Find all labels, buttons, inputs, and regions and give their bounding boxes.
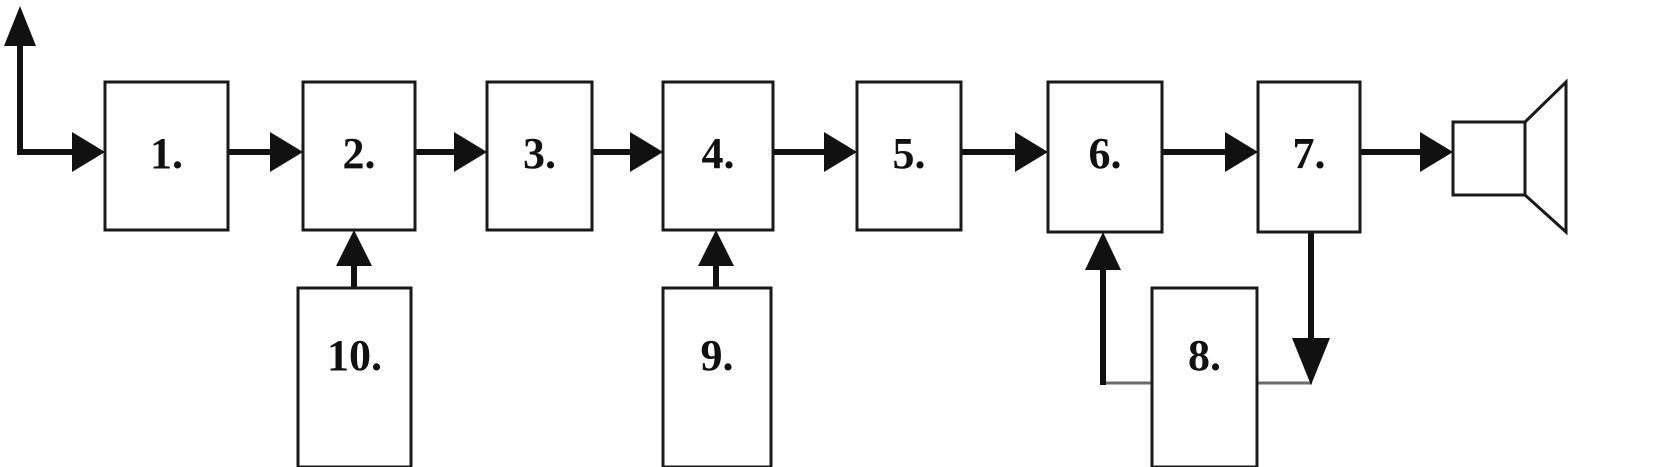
block-2-label: 2. [343,129,376,178]
block-10[interactable]: 10. [296,286,413,467]
block-3-rect[interactable] [485,80,594,232]
conn-4-5-arrowhead [824,132,857,172]
speaker-body-rect [1451,120,1529,197]
input-up-arrowhead [4,6,36,46]
conn-8-6-arrowhead [1085,232,1121,270]
block-8[interactable]: 8. [1150,286,1259,467]
block-5-to-block-6-arrow [961,132,1048,172]
block-9-rect[interactable] [661,286,773,467]
block-3-to-block-4-arrow [592,132,663,172]
block-8-rect[interactable] [1150,286,1259,467]
block-1-label: 1. [150,129,183,178]
block-7-rect[interactable] [1256,80,1362,234]
block-5[interactable]: 5. [855,80,963,232]
block-1[interactable]: 1. [103,80,230,232]
block-2-rect[interactable] [301,80,417,232]
block-3[interactable]: 3. [485,80,594,232]
block-8-to-block-6-arrow [1085,232,1121,385]
block-4-rect[interactable] [661,80,775,232]
input-right-arrowhead [72,132,105,172]
block-8-label: 8. [1188,331,1221,380]
block-9[interactable]: 9. [661,286,773,467]
conn-5-6-arrowhead [1015,132,1048,172]
conn-10-2-arrowhead [336,230,372,266]
block-6-rect[interactable] [1046,80,1164,234]
loudspeaker-icon[interactable] [1451,78,1568,236]
block-5-rect[interactable] [855,80,963,232]
block-7-to-speaker-arrow [1360,132,1453,172]
block-10-to-block-2-arrow [336,230,372,288]
block-10-label: 10. [327,331,382,380]
input-to-block-1-arrow [17,132,105,172]
conn-6-7-arrowhead [1225,132,1258,172]
conn-9-4-arrowhead [698,230,734,266]
block-3-label: 3. [523,129,556,178]
block-1-rect[interactable] [103,80,230,232]
conn-7-speaker-arrowhead [1420,132,1453,172]
conn-7-8-arrowhead [1292,338,1330,385]
block-2[interactable]: 2. [301,80,417,232]
conn-1-2-arrowhead [270,132,303,172]
block-4[interactable]: 4. [661,80,775,232]
block-6-label: 6. [1089,129,1122,178]
block-7[interactable]: 7. [1256,80,1362,234]
block-4-label: 4. [702,129,735,178]
block-5-label: 5. [893,129,926,178]
conn-3-4-arrowhead [630,132,663,172]
block-6-to-block-7-arrow [1162,132,1258,172]
block-9-label: 9. [701,331,734,380]
block-7-to-block-8-arrow [1292,232,1330,385]
block-7-label: 7. [1293,129,1326,178]
block-1-to-block-2-arrow [228,132,303,172]
input-branch-up-arrow [4,6,36,152]
block-4-to-block-5-arrow [773,132,857,172]
block-10-rect[interactable] [296,286,413,467]
block-9-to-block-4-arrow [698,230,734,288]
block-2-to-block-3-arrow [415,132,487,172]
speaker-horn-shape [1523,78,1568,236]
block-6[interactable]: 6. [1046,80,1164,234]
conn-2-3-arrowhead [454,132,487,172]
